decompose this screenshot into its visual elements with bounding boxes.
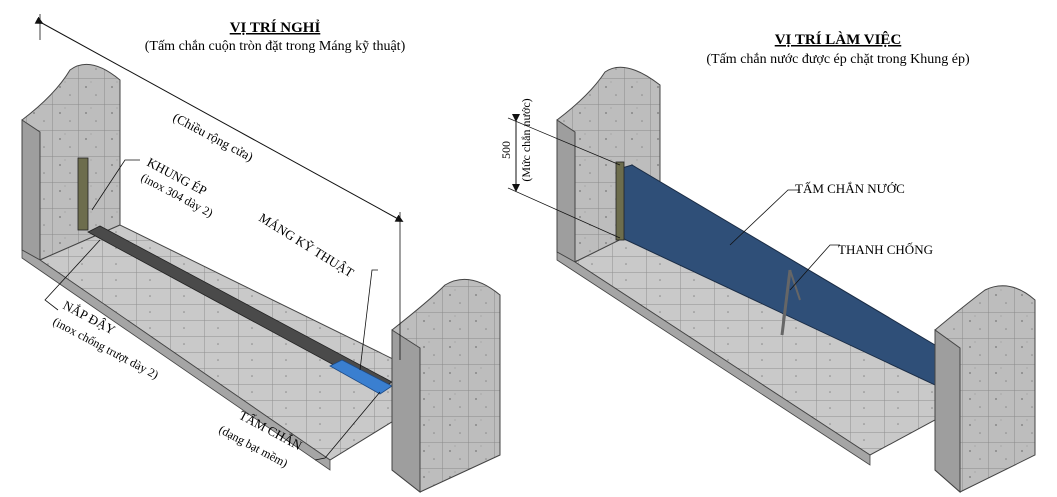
panel-label: TẤM CHẮN NƯỚC	[795, 181, 905, 196]
height-label: (Mức chắn nước)	[519, 98, 533, 181]
left-frame-post	[77, 157, 89, 231]
leader-frame	[91, 159, 140, 211]
right-drawing	[507, 66, 1036, 494]
brace-label: THANH CHỐNG	[838, 242, 933, 257]
height-ext-bottom	[507, 187, 621, 239]
left-wall-front-side	[391, 329, 421, 494]
left-title: VỊ TRÍ NGHỈ	[230, 19, 321, 36]
left-subtitle: (Tấm chắn cuộn tròn đặt trong Máng kỹ th…	[145, 39, 406, 54]
left-wall-side	[21, 119, 41, 261]
trench-label: MÁNG KỸ THUẬT	[256, 210, 356, 280]
leader-barrier	[314, 391, 381, 461]
height-value: 500	[499, 141, 513, 159]
leader-trench	[359, 269, 378, 371]
leader-brace	[789, 244, 840, 291]
right-subtitle: (Tấm chắn nước được ép chặt trong Khung …	[706, 52, 970, 67]
brace-bar	[780, 269, 792, 336]
leader-cover	[44, 239, 101, 311]
right-wall-front-side	[934, 329, 961, 494]
brace-arm	[789, 269, 801, 301]
left-drawing	[21, 14, 501, 494]
leader-panel	[729, 189, 800, 246]
right-wall-side	[556, 119, 576, 263]
left-slab-edge	[21, 249, 331, 471]
right-slab-edge	[556, 251, 871, 466]
height-ext-top	[507, 117, 621, 166]
right-frame-post	[615, 161, 625, 241]
right-title: VỊ TRÍ LÀM VIỆC	[775, 31, 902, 48]
width-dimension-line	[34, 16, 404, 222]
